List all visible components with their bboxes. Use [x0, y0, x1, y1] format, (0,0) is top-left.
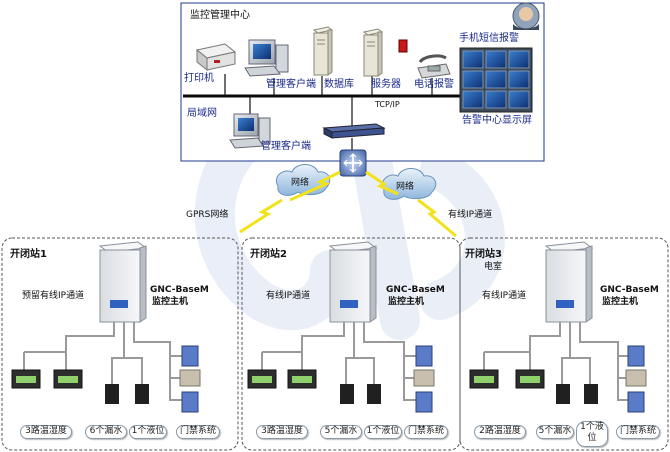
database-label: 数据库: [324, 79, 354, 90]
server-icon: [362, 28, 384, 77]
station-1-host-model: GNC-BaseM: [150, 285, 209, 295]
wired-link-icon: [417, 198, 457, 238]
gprs-link-icon: [239, 198, 283, 234]
station-2-host-model: GNC-BaseM: [386, 285, 445, 295]
client-computer-icon: [229, 113, 271, 149]
station-2-level-box: 1个液位: [364, 425, 402, 439]
station-2-host-name: 监控主机: [388, 297, 425, 307]
video-wall-label: 告警中心显示屏: [462, 115, 532, 126]
center-title: 监控管理中心: [190, 10, 250, 21]
station-1-level-box: 1个液位: [129, 425, 167, 439]
station-3-host-name: 监控主机: [602, 297, 639, 307]
station-3-channel: 有线IP通道: [482, 291, 527, 301]
station-1-leak-box: 6个漏水: [85, 425, 127, 439]
station-2-temp-box: 3路温湿度: [256, 425, 308, 439]
station-3-title: 开闭站3: [465, 249, 502, 260]
station-3-devices: [469, 241, 647, 413]
tcpip-label: TCP/IP: [375, 100, 400, 109]
station-1-frame: [1, 237, 239, 451]
database-server-icon: [312, 26, 334, 76]
station-2-channel: 有线IP通道: [266, 291, 311, 301]
client-computer-icon: [244, 39, 289, 77]
station-1-host-name: 监控主机: [152, 297, 189, 307]
printer-label: 打印机: [184, 73, 214, 84]
client-bottom-label: 管理客户端: [261, 141, 311, 152]
telephone-icon: [417, 54, 451, 79]
station-3-access-box: 门禁系统: [616, 425, 660, 439]
network-switch-icon: [322, 123, 386, 139]
station-3-level-line2: 位: [587, 433, 597, 443]
router-icon: [339, 149, 367, 177]
gprs-label: GPRS网络: [186, 210, 229, 220]
station-3-level-line1: 1个液: [580, 422, 604, 432]
station-3-subtitle: 电室: [484, 262, 503, 272]
cloud-right-label: 网络: [396, 182, 415, 192]
station-2-devices: [247, 241, 435, 413]
station-1-title: 开闭站1: [10, 249, 47, 260]
station-2-title: 开闭站2: [250, 249, 287, 260]
video-wall-icon: [459, 47, 533, 113]
station-3-leak-box: 5个漏水: [536, 425, 574, 439]
station-3-host-model: GNC-BaseM: [600, 285, 659, 295]
station-3-frame: [459, 237, 669, 451]
station-3-level-box: 1个液 位: [576, 421, 608, 447]
operator-icon: [512, 2, 540, 30]
station-1-temp-box: 3路温湿度: [20, 425, 72, 439]
client-top-label: 管理客户端: [266, 79, 316, 90]
sms-alarm-label: 手机短信报警: [459, 33, 519, 44]
station-1-access-box: 门禁系统: [176, 425, 220, 439]
phone-alarm-label: 电话报警: [414, 79, 454, 90]
station-2-frame: [241, 237, 461, 451]
cloud-left-label: 网络: [291, 178, 310, 188]
station-3-temp-box: 2路温湿度: [474, 425, 526, 439]
server-label: 服务器: [371, 79, 401, 90]
station-2-access-box: 门禁系统: [404, 425, 448, 439]
printer-icon: [195, 43, 237, 72]
station-1-devices: [11, 241, 201, 413]
station-1-channel: 预留有线IP通道: [22, 291, 85, 301]
modem-icon: [398, 39, 408, 53]
station-2-leak-box: 5个漏水: [320, 425, 362, 439]
wireless-link-icon: [289, 170, 341, 202]
wireless-link-icon: [365, 170, 399, 196]
lan-label: 局域网: [187, 108, 217, 119]
wired-channel-label: 有线IP通道: [448, 210, 493, 220]
